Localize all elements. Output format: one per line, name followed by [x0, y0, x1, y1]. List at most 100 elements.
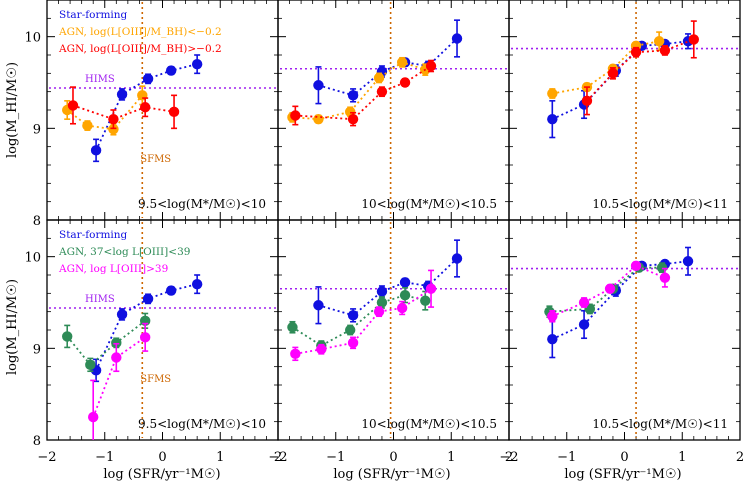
x-tick-label: −2 — [37, 450, 56, 465]
series-line — [295, 65, 432, 121]
data-point — [399, 277, 411, 288]
data-point — [116, 89, 128, 100]
panel-mass-label: 10<log(M*/M☉)<10.5 — [361, 417, 497, 431]
x-axis-label-left: log (SFR/yr⁻¹M☉) — [103, 467, 220, 482]
y-tick-label: 10 — [24, 31, 41, 46]
data-point — [607, 68, 619, 79]
x-tick-label: 2 — [505, 450, 513, 465]
data-point — [547, 333, 558, 345]
series-line — [66, 320, 146, 367]
data-point — [344, 324, 356, 336]
data-point — [376, 297, 388, 308]
data-point — [630, 260, 642, 272]
data-point — [290, 110, 301, 121]
x-tick-label: −2 — [268, 450, 287, 465]
x-tick-label: 2 — [736, 450, 744, 465]
data-point — [111, 337, 122, 349]
data-point — [139, 102, 151, 113]
data-point — [347, 337, 359, 349]
data-point — [547, 311, 558, 322]
y-tick-label: 10 — [24, 251, 41, 266]
data-point — [313, 80, 324, 91]
x-tick-label: 0 — [158, 450, 166, 465]
legend-entry: Star-forming — [59, 229, 128, 241]
sfms-label: SFMS — [140, 154, 171, 165]
x-tick-label: 0 — [389, 450, 397, 465]
series-line — [318, 37, 458, 97]
series-line — [318, 257, 458, 317]
panel-mass-label: 9.5<log(M*/M☉)<10 — [138, 417, 266, 431]
data-point — [313, 113, 324, 125]
series-line — [551, 260, 689, 340]
data-point — [396, 57, 408, 68]
y-tick-label: 8 — [33, 434, 41, 449]
data-point — [108, 124, 119, 135]
data-point — [420, 295, 431, 306]
y-axis-label-top: log(M_HI/M☉) — [5, 62, 20, 158]
data-point — [373, 72, 385, 84]
x-tick-label: 0 — [620, 450, 628, 465]
data-point — [287, 322, 298, 333]
panel-frame — [277, 219, 510, 441]
data-point — [578, 319, 590, 330]
data-point — [316, 344, 327, 355]
data-point — [581, 95, 593, 107]
data-point — [142, 73, 154, 85]
panel-frame — [277, 0, 510, 221]
data-point — [425, 60, 437, 72]
x-axis-label-right: log (SFR/yr⁻¹M☉) — [564, 467, 681, 482]
panel-frame — [508, 219, 741, 441]
y-tick-label: 8 — [33, 214, 41, 229]
data-point — [67, 100, 79, 111]
data-point — [165, 285, 177, 296]
data-point — [139, 332, 151, 343]
legend-entry: AGN, log(L[OIII]/M_BH)<−0.2 — [58, 26, 222, 38]
data-point — [578, 297, 590, 308]
panel-mass-label: 10.5<log(M*/M☉)<11 — [592, 417, 728, 431]
data-point — [451, 33, 463, 44]
sfms-label: SFMS — [140, 374, 171, 385]
data-point — [376, 86, 388, 97]
data-point — [191, 278, 203, 290]
legend-entry: AGN, log(L[OIII]/M_BH)>−0.2 — [58, 43, 222, 55]
series-line — [586, 38, 695, 102]
x-tick-label: 1 — [447, 450, 455, 465]
panel-0-1: 10<log(M*/M☉)<10.5 — [277, 0, 510, 221]
panel-frame — [508, 0, 741, 221]
series-line — [295, 288, 432, 355]
data-point — [659, 272, 671, 283]
data-point — [88, 411, 99, 423]
x-axis-label-center: log (SFR/yr⁻¹M☉) — [333, 467, 450, 482]
data-point — [682, 256, 694, 267]
data-point — [659, 45, 671, 56]
data-point — [165, 65, 177, 76]
x-tick-label: 1 — [216, 450, 224, 465]
x-tick-label: −1 — [95, 450, 114, 465]
data-point — [547, 113, 558, 125]
data-point — [142, 293, 154, 305]
data-point — [425, 283, 437, 294]
data-point — [376, 286, 388, 297]
data-point — [347, 310, 359, 321]
data-point — [347, 90, 359, 101]
series-line — [92, 336, 146, 418]
hims-label: HIMS — [85, 294, 115, 305]
data-point — [313, 300, 324, 311]
y-tick-label: 9 — [33, 122, 41, 137]
data-point — [630, 47, 642, 58]
panel-mass-label: 10<log(M*/M☉)<10.5 — [361, 197, 497, 211]
data-point — [604, 283, 616, 294]
data-point — [290, 348, 301, 360]
series-line — [72, 104, 175, 121]
x-tick-label: −1 — [557, 450, 576, 465]
data-point — [108, 113, 119, 125]
data-point — [653, 36, 665, 47]
panel-mass-label: 10.5<log(M*/M☉)<11 — [592, 197, 728, 211]
x-tick-label: 2 — [274, 450, 282, 465]
y-tick-label: 9 — [33, 342, 41, 357]
